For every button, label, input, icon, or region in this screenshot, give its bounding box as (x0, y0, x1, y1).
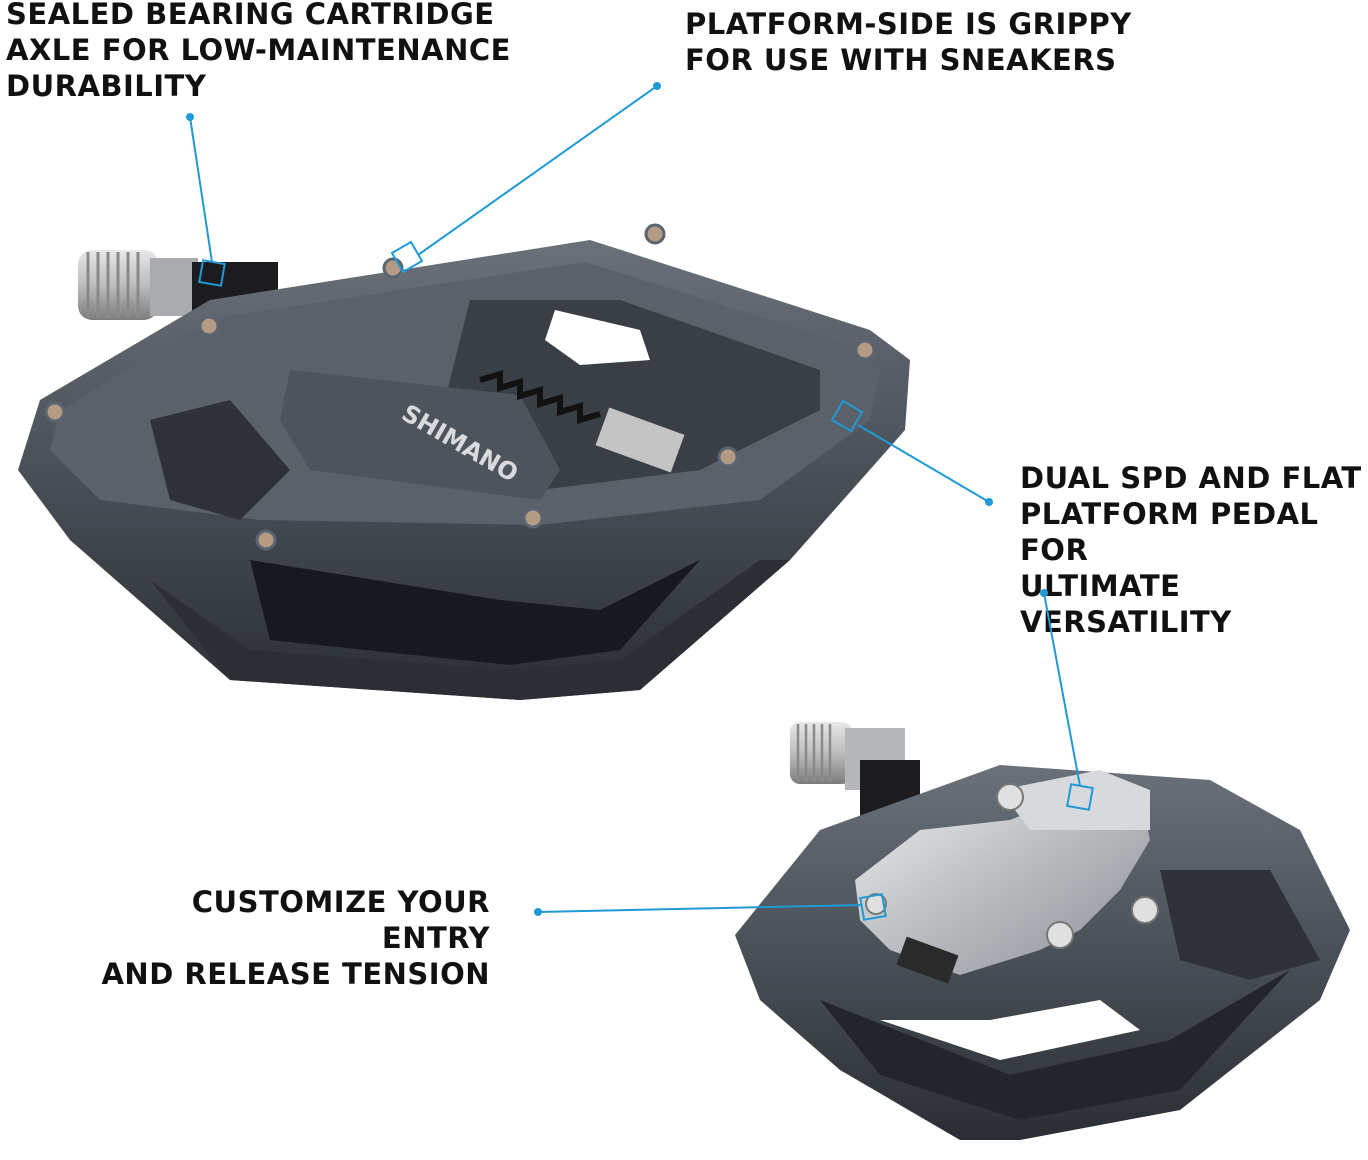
flat-platform-pedal: SHIMANO (18, 223, 910, 700)
leader-dots (186, 82, 1048, 916)
spd-clipless-pedal (735, 722, 1350, 1140)
cleat-bolts (865, 783, 1159, 949)
callout-dual-spd: DUAL SPD AND FLAT PLATFORM PEDAL FOR ULT… (1020, 461, 1362, 639)
axle-spindle-small (790, 722, 920, 820)
callout-entry-release-tension: CUSTOMIZE YOUR ENTRY AND RELEASE TENSION (101, 885, 490, 991)
traction-pins (44, 223, 876, 551)
callout-platform-grippy: PLATFORM-SIDE IS GRIPPY FOR USE WITH SNE… (685, 7, 1132, 77)
leader-lines (189, 85, 1094, 921)
tension-spring (479, 369, 601, 425)
callout-sealed-bearing: SEALED BEARING CARTRIDGE AXLE FOR LOW-MA… (6, 0, 511, 103)
